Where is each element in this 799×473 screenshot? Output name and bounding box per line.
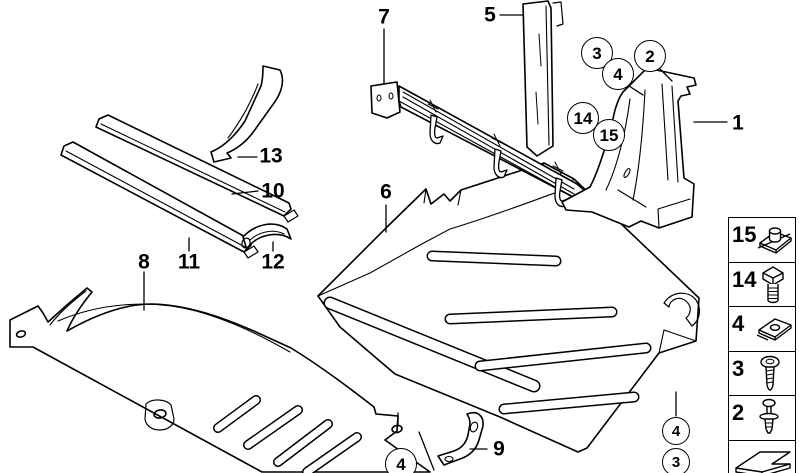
part-13-curved-trim <box>210 65 284 163</box>
part-label-5: 5 <box>484 3 496 27</box>
leader-lines <box>143 14 728 471</box>
part-5-sealing-strip <box>522 0 564 157</box>
part-label-9: 9 <box>493 437 505 461</box>
legend-item-15: 15 <box>728 217 796 263</box>
direction-arrow-icon <box>735 451 791 473</box>
callout-circle-4-bottom: 4 <box>385 448 417 473</box>
part-label-10: 10 <box>261 179 285 203</box>
fastener-legend: 15 14 4 <box>728 217 796 473</box>
legend-number: 15 <box>732 222 757 247</box>
part-label-8: 8 <box>138 250 150 274</box>
tapping-screw-icon <box>760 355 780 391</box>
callout-circle-15: 15 <box>593 119 625 151</box>
legend-number: 3 <box>732 355 745 381</box>
part-6-front-air-duct <box>317 162 701 453</box>
part-8-underbody-shield <box>9 287 431 473</box>
part-10-rail <box>95 114 299 223</box>
legend-number: 4 <box>732 311 745 337</box>
part-label-6: 6 <box>380 180 392 204</box>
part-1-side-bracket <box>561 67 697 229</box>
expansion-rivet-icon <box>759 399 779 435</box>
part-label-12: 12 <box>261 250 285 274</box>
hex-bolt-icon <box>762 265 785 303</box>
cage-nut-icon <box>758 227 793 254</box>
part-12-end-piece <box>241 223 292 251</box>
legend-item-direction <box>728 440 796 473</box>
legend-item-2: 2 <box>728 395 796 442</box>
part-label-13: 13 <box>259 144 283 168</box>
part-label-7: 7 <box>378 5 390 29</box>
callout-circle-4: 4 <box>602 58 634 90</box>
legend-number: 2 <box>732 400 745 426</box>
legend-item-14: 14 <box>728 261 796 308</box>
legend-number: 14 <box>732 266 757 292</box>
part-label-11: 11 <box>177 250 201 274</box>
legend-item-3: 3 <box>728 350 796 397</box>
clip-nut-icon <box>756 318 792 341</box>
legend-item-4: 4 <box>728 306 796 353</box>
part-9-bracket <box>437 411 484 466</box>
part-label-1: 1 <box>732 111 744 135</box>
callout-circle-4-right: 4 <box>662 417 690 445</box>
callout-circle-3-right: 3 <box>662 448 690 473</box>
callout-circle-2: 2 <box>634 40 666 72</box>
